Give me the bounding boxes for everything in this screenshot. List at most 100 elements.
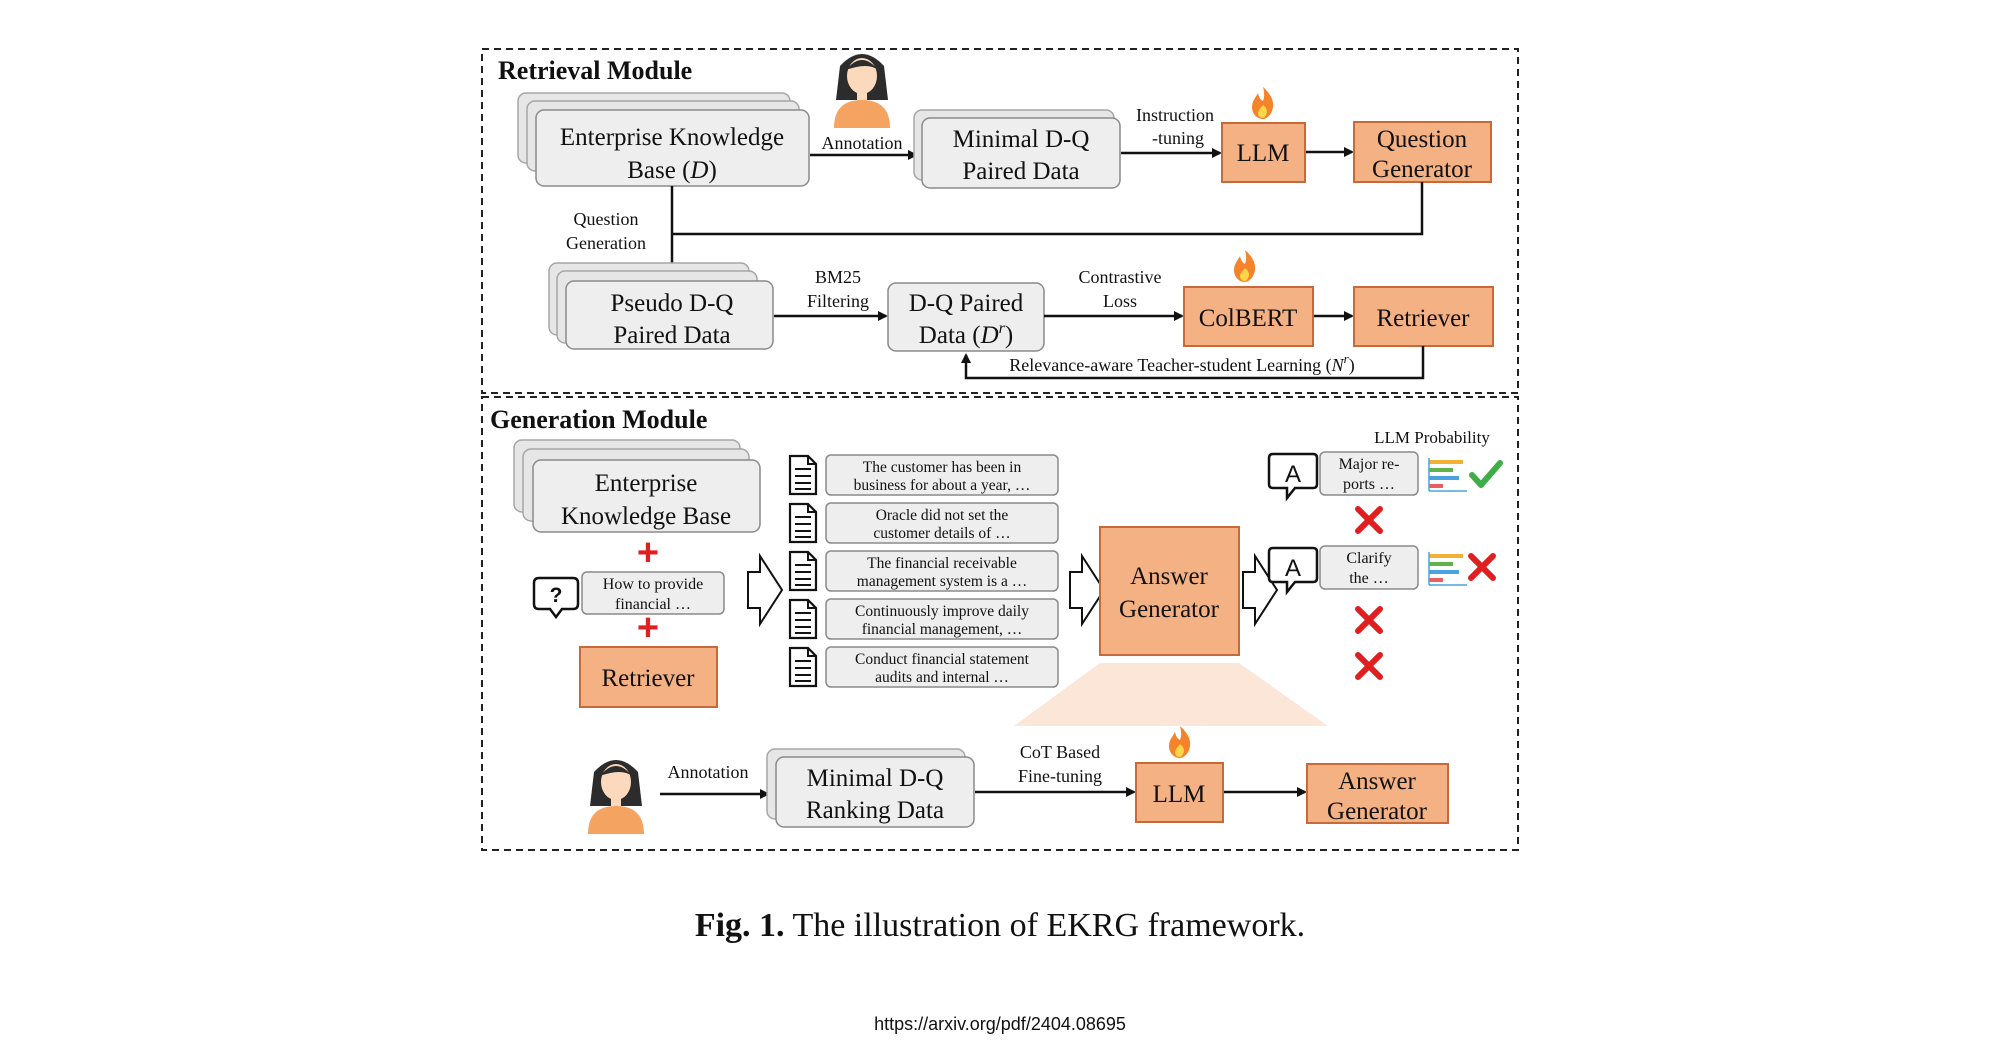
svg-text:Continuously improve daily: Continuously improve daily bbox=[855, 603, 1029, 620]
bm25-line1: BM25 bbox=[815, 267, 861, 287]
svg-text:The customer has been in: The customer has been in bbox=[863, 459, 1022, 476]
cross-icon bbox=[1358, 609, 1380, 631]
final-answer-generator-box bbox=[1306, 763, 1449, 824]
question-generation-line2: Generation bbox=[566, 233, 646, 253]
enterprise-knowledge-base-stack-gen: Enterprise Knowledge Base bbox=[513, 439, 761, 533]
gen-kb-line2: Knowledge Base bbox=[561, 503, 731, 530]
answer2-line2: the … bbox=[1349, 570, 1389, 587]
instruction-tuning-line1: Instruction bbox=[1136, 105, 1214, 125]
kb-label-line2: Base (D) bbox=[627, 157, 717, 184]
retriever-label-generation: Retriever bbox=[601, 665, 695, 692]
instruction-tuning-line2: -tuning bbox=[1152, 128, 1204, 148]
retrieved-documents-list: The customer has been in business for ab… bbox=[788, 454, 1059, 688]
answer-candidate-2 bbox=[1319, 545, 1419, 590]
llm-label-retrieval: LLM bbox=[1237, 140, 1290, 167]
query-box bbox=[581, 571, 725, 615]
document-item: The customer has been in business for ab… bbox=[788, 454, 1059, 496]
pseudo-dq-line2: Paired Data bbox=[613, 322, 730, 349]
dq-paired-line1: D-Q Paired bbox=[909, 290, 1024, 317]
document-item: The financial receivable management syst… bbox=[788, 550, 1059, 592]
answer1-line1: Major re- bbox=[1339, 456, 1400, 473]
minimal-dq-line1: Minimal D-Q bbox=[953, 126, 1090, 153]
colbert-label: ColBERT bbox=[1199, 305, 1298, 332]
query-line1: How to provide bbox=[603, 576, 703, 593]
document-icon bbox=[788, 502, 818, 544]
teacher-student-feedback-arrow bbox=[961, 346, 1425, 380]
gen-annotation-label: Annotation bbox=[668, 762, 749, 782]
figure-caption: Fig. 1. The illustration of EKRG framewo… bbox=[695, 907, 1305, 944]
gen-kb-line1: Enterprise bbox=[595, 470, 698, 497]
answer1-line2: ports … bbox=[1343, 476, 1395, 493]
plus-sign: + bbox=[637, 532, 659, 574]
retriever-box-generation bbox=[579, 646, 718, 708]
svg-text:customer details of …: customer details of … bbox=[873, 525, 1010, 542]
hollow-arrow-icon bbox=[1069, 555, 1105, 625]
svg-text:financial management, …: financial management, … bbox=[862, 621, 1023, 638]
question-bubble-icon: ? bbox=[532, 576, 580, 620]
minimal-dq-line2: Paired Data bbox=[962, 158, 1079, 185]
bm25-line2: Filtering bbox=[807, 291, 869, 311]
document-icon bbox=[788, 598, 818, 640]
question-generation-line1: Question bbox=[574, 209, 639, 229]
contrastive-loss-line1: Contrastive bbox=[1079, 267, 1162, 287]
retrieval-module-frame bbox=[481, 48, 1519, 394]
fine-tune-projection bbox=[1014, 663, 1328, 726]
answer-bubble-letter: A bbox=[1285, 555, 1301, 582]
svg-text:audits and internal …: audits and internal … bbox=[875, 669, 1009, 686]
document-icon bbox=[788, 550, 818, 592]
colbert-box bbox=[1183, 286, 1314, 347]
answer-generator-line1: Answer bbox=[1130, 563, 1208, 590]
cot-line1: CoT Based bbox=[1020, 742, 1100, 762]
qgen-return-line bbox=[672, 182, 1424, 236]
svg-text:Conduct financial statement: Conduct financial statement bbox=[855, 651, 1030, 668]
document-icon bbox=[788, 454, 818, 496]
bar-chart-icon bbox=[1428, 457, 1468, 492]
document-item: Oracle did not set the customer details … bbox=[788, 502, 1059, 544]
annotator-person-icon bbox=[834, 54, 890, 128]
svg-text:Oracle did not set the: Oracle did not set the bbox=[876, 507, 1009, 524]
svg-text:business for about a year, …: business for about a year, … bbox=[854, 477, 1031, 494]
svg-text:?: ? bbox=[550, 584, 563, 607]
source-url: https://arxiv.org/pdf/2404.08695 bbox=[874, 1014, 1126, 1034]
hollow-arrow-icon bbox=[747, 555, 783, 625]
ranking-data-line2: Ranking Data bbox=[806, 797, 944, 824]
flame-icon bbox=[1234, 250, 1256, 282]
pseudo-dq-paired-data-stack: Pseudo D-Q Paired Data bbox=[548, 262, 774, 350]
retrieval-module-title: Retrieval Module bbox=[498, 56, 692, 85]
answer-bubble-letter: A bbox=[1285, 461, 1301, 488]
check-icon bbox=[1469, 460, 1503, 488]
document-item: Continuously improve daily financial man… bbox=[788, 598, 1059, 640]
generation-module-title: Generation Module bbox=[490, 405, 707, 434]
retriever-label-retrieval: Retriever bbox=[1376, 305, 1470, 332]
cot-line2: Fine-tuning bbox=[1018, 766, 1102, 786]
answer-generator-line2: Generator bbox=[1119, 596, 1220, 623]
teacher-student-label: Relevance-aware Teacher-student Learning… bbox=[1009, 351, 1354, 376]
document-icon bbox=[788, 646, 818, 688]
answer2-line1: Clarify bbox=[1346, 550, 1391, 567]
llm-box-generation bbox=[1135, 762, 1224, 823]
document-item: Conduct financial statement audits and i… bbox=[788, 646, 1059, 688]
query-line2: financial … bbox=[615, 596, 691, 613]
cross-icon bbox=[1358, 655, 1380, 677]
question-generator-box bbox=[1353, 121, 1492, 183]
cross-icon bbox=[1358, 509, 1380, 531]
final-answer-line2: Generator bbox=[1327, 798, 1428, 825]
bar-chart-icon bbox=[1428, 551, 1468, 586]
svg-text:The financial receivable: The financial receivable bbox=[867, 555, 1017, 572]
llm-label-generation: LLM bbox=[1153, 781, 1206, 808]
answer-generator-box bbox=[1099, 526, 1240, 656]
enterprise-knowledge-base-stack: Enterprise Knowledge Base (D) bbox=[517, 92, 810, 187]
annotation-label: Annotation bbox=[822, 133, 903, 153]
qgen-line1: Question bbox=[1377, 126, 1468, 153]
answer-candidate-1 bbox=[1319, 451, 1419, 496]
kb-label-line1: Enterprise Knowledge bbox=[560, 124, 784, 151]
svg-text:management system is a …: management system is a … bbox=[857, 573, 1027, 590]
plus-sign: + bbox=[637, 607, 659, 649]
ranking-data-line1: Minimal D-Q bbox=[807, 765, 944, 792]
annotator-person-icon bbox=[588, 760, 644, 834]
llm-box-retrieval bbox=[1221, 122, 1306, 183]
llm-probability-label: LLM Probability bbox=[1374, 428, 1490, 447]
minimal-dq-ranking-data-stack: Minimal D-Q Ranking Data bbox=[766, 748, 975, 828]
cross-icon bbox=[1471, 556, 1493, 578]
